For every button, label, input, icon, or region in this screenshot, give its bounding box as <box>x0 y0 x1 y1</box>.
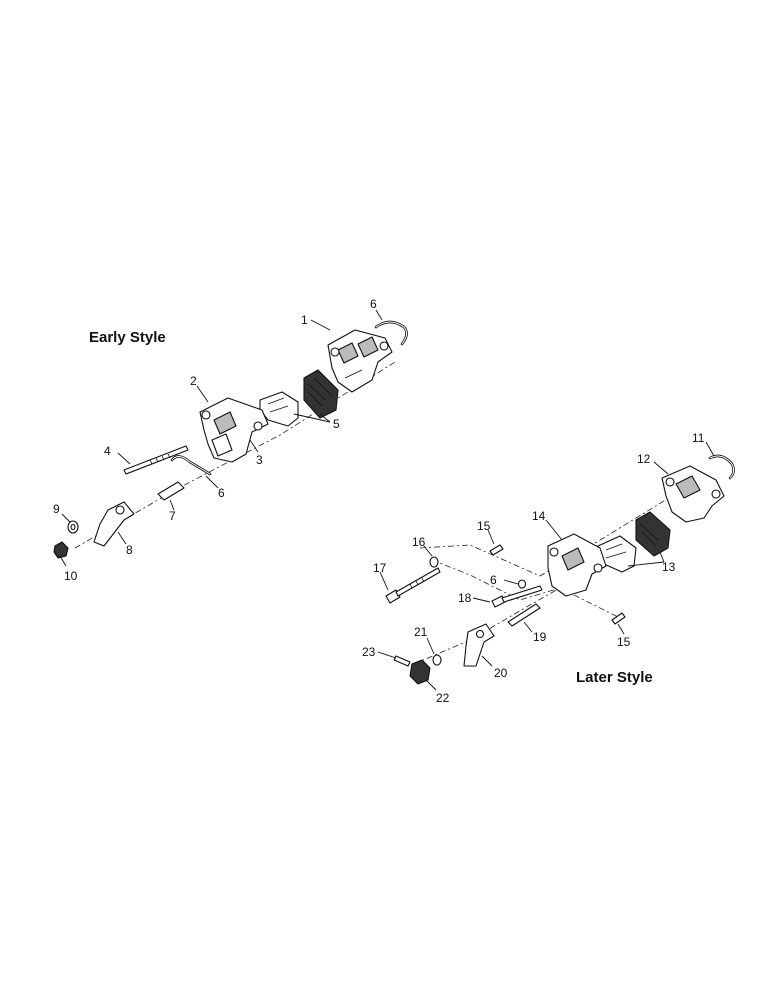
callout-15-upper: 15 <box>477 519 491 533</box>
callout-19: 19 <box>533 630 547 644</box>
leader-5a <box>319 413 331 423</box>
nut-later-part <box>409 659 431 685</box>
leader-17 <box>379 571 389 591</box>
callout-14: 14 <box>532 509 546 523</box>
callout-1: 1 <box>301 313 308 327</box>
lever-later-part <box>463 623 495 667</box>
callout-3: 3 <box>256 453 263 467</box>
pin-early-part <box>157 481 185 501</box>
through-bolt-later-part <box>385 567 441 604</box>
leader-13a <box>659 551 665 563</box>
later-center-line <box>419 484 691 577</box>
callout-9: 9 <box>53 502 60 516</box>
leader-4 <box>117 452 131 465</box>
washer-16-part <box>429 556 439 568</box>
callout-22: 22 <box>436 691 450 705</box>
leader-2 <box>196 385 209 403</box>
lever-early-part <box>93 501 135 547</box>
leader-15-upper <box>487 529 495 545</box>
caliper-half-outer-later-part <box>661 465 725 523</box>
washer-21-part <box>432 654 442 666</box>
callout-12: 12 <box>637 452 651 466</box>
callout-15-lower: 15 <box>617 635 631 649</box>
leader-16 <box>423 545 433 557</box>
leader-15-lower <box>617 623 625 635</box>
callout-5: 5 <box>333 417 340 431</box>
later-style-assembly: Later Style <box>362 431 735 705</box>
callout-6-later: 6 <box>490 573 497 587</box>
leader-14 <box>545 519 563 541</box>
leader-12 <box>653 461 669 475</box>
callout-11: 11 <box>692 431 705 445</box>
callout-6-upper: 6 <box>370 297 377 311</box>
callout-7: 7 <box>169 509 176 523</box>
leader-5b <box>293 413 331 423</box>
later-style-title: Later Style <box>576 669 653 686</box>
callout-6-lower: 6 <box>218 486 225 500</box>
callout-10: 10 <box>64 569 78 583</box>
retaining-clip-later-part <box>708 454 735 480</box>
callout-8: 8 <box>126 543 133 557</box>
leader-8 <box>117 531 127 545</box>
caliper-half-inner-later-part <box>547 533 607 597</box>
leader-1 <box>310 319 331 331</box>
callout-23: 23 <box>362 645 376 659</box>
caliper-half-inner-part <box>199 397 269 463</box>
leader-13b <box>627 561 665 567</box>
leader-7 <box>169 499 175 511</box>
callout-21: 21 <box>414 625 428 639</box>
leader-20 <box>481 655 493 667</box>
seal-later-part <box>517 579 527 589</box>
leader-3 <box>249 439 259 453</box>
leader-18 <box>472 597 491 603</box>
leader-23 <box>377 651 397 659</box>
callout-13: 13 <box>662 560 676 574</box>
early-style-title: Early Style <box>89 329 166 346</box>
callout-2: 2 <box>190 374 197 388</box>
leader-6-later <box>503 579 519 585</box>
spring-pin-lower-part <box>611 612 626 625</box>
set-screw-part <box>393 655 411 667</box>
leader-21 <box>426 637 435 655</box>
short-bolt-part <box>491 585 543 608</box>
leader-6-lower <box>205 475 219 489</box>
later-lever-line <box>413 587 561 665</box>
spring-pin-upper-part <box>489 544 504 556</box>
leader-9 <box>61 513 71 523</box>
leader-19 <box>523 621 533 633</box>
brake-pad-outer-later-part <box>635 511 671 557</box>
leader-10 <box>59 555 67 567</box>
caliper-half-outer-part <box>327 329 393 393</box>
pin-later-part <box>507 603 541 627</box>
callout-20: 20 <box>494 666 508 680</box>
leader-22 <box>425 679 437 691</box>
through-bolt-early-part <box>123 445 189 475</box>
callout-18: 18 <box>458 591 472 605</box>
callout-17: 17 <box>373 561 387 575</box>
brake-pad-outer-part <box>303 369 339 419</box>
retaining-clip-upper-part <box>374 320 408 346</box>
nut-early-part <box>53 541 69 559</box>
brake-pad-inner-part <box>259 391 299 427</box>
retaining-clip-lower-part <box>170 455 212 476</box>
leader-11 <box>705 441 715 457</box>
leader-6-upper <box>375 309 383 321</box>
callout-16: 16 <box>412 535 426 549</box>
early-style-assembly: Early Style <box>53 297 408 583</box>
washer-early-part <box>67 520 79 534</box>
callout-4: 4 <box>104 444 111 458</box>
